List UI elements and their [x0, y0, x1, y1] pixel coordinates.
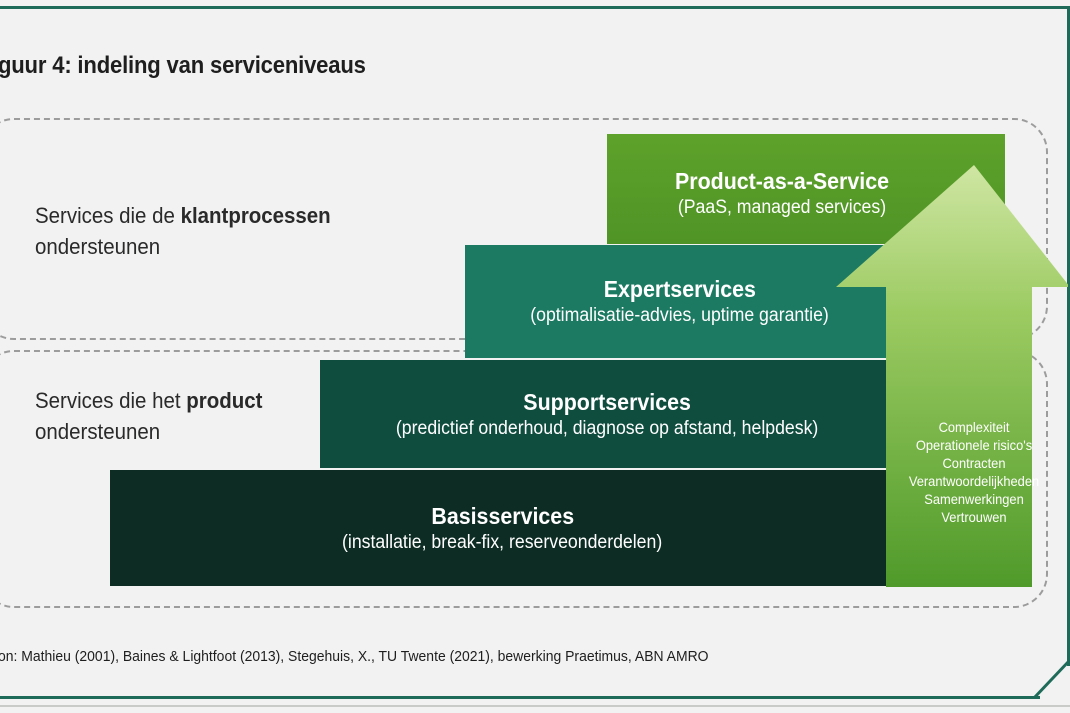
- level-name: Expertservices: [603, 276, 757, 302]
- arrow-items: Complexiteit Operationele risico's Contr…: [886, 418, 1062, 526]
- group-label-product: Services die het product ondersteunen: [35, 385, 262, 447]
- group-label-klantprocessen: Services die de klantprocessen ondersteu…: [35, 200, 331, 262]
- arrow-item: Verantwoordelijkheden: [908, 473, 1040, 489]
- level-name: Basisservices: [431, 502, 574, 529]
- up-arrow-icon: [836, 165, 1068, 587]
- frame-bottom-shadow: [0, 705, 1070, 707]
- arrow-item: Contracten: [942, 455, 1006, 471]
- group-label-prefix: Services die de: [35, 203, 181, 228]
- frame-corner: [1030, 660, 1070, 700]
- group-label-line2: ondersteunen: [35, 234, 161, 259]
- level-name: Product-as-a-Service: [675, 168, 889, 194]
- group-label-prefix: Services die het: [35, 388, 187, 413]
- arrow-item: Vertrouwen: [941, 509, 1007, 525]
- level-name: Supportservices: [523, 388, 692, 415]
- figure-title: iguur 4: indeling van serviceniveaus: [0, 52, 366, 79]
- group-label-bold: product: [186, 388, 263, 413]
- frame-right-border: [1067, 6, 1070, 666]
- frame-bottom-border: [0, 696, 1040, 699]
- level-description: (optimalisatie-advies, uptime garantie): [530, 305, 830, 326]
- frame-top-border: [0, 6, 1070, 9]
- level-description: (installatie, break-fix, reserveonderdel…: [342, 531, 663, 553]
- arrow-item: Complexiteit: [938, 419, 1010, 435]
- arrow-item: Samenwerkingen: [924, 491, 1024, 507]
- source-caption: on: Mathieu (2001), Baines & Lightfoot (…: [0, 648, 709, 665]
- level-basisservices: Basisservices (installatie, break-fix, r…: [110, 470, 895, 586]
- group-label-bold: klantprocessen: [180, 203, 331, 228]
- arrow-item: Operationele risico's: [915, 437, 1033, 453]
- level-description: (predictief onderhoud, diagnose op afsta…: [396, 417, 819, 439]
- level-supportservices: Supportservices (predictief onderhoud, d…: [320, 360, 895, 468]
- group-label-line2: ondersteunen: [35, 419, 161, 444]
- level-expertservices: Expertservices (optimalisatie-advies, up…: [465, 245, 895, 358]
- level-description: (PaaS, managed services): [677, 197, 887, 218]
